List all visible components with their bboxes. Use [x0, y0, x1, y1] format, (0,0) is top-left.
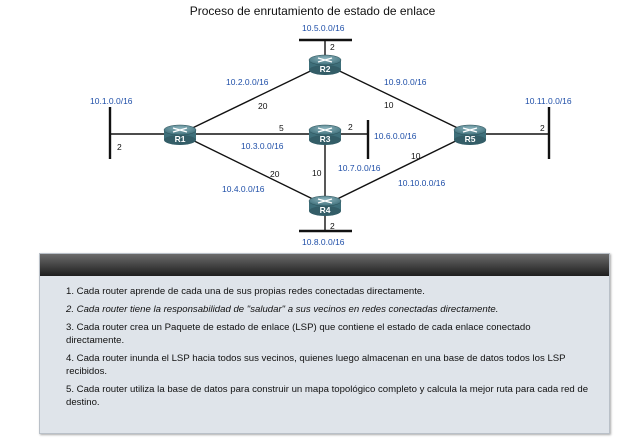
router-r3[interactable]: R3: [308, 124, 342, 145]
cost-r1-r2: 20: [258, 101, 268, 111]
link-r4-r5: [324, 133, 471, 206]
net-label-10-3: 10.3.0.0/16: [241, 141, 284, 151]
network-topology-diagram: 10.1.0.0/16 10.2.0.0/16 10.3.0.0/16 10.4…: [90, 23, 572, 247]
link-r2-r5: [324, 63, 471, 135]
router-label-r4: R4: [320, 205, 331, 215]
router-r5[interactable]: R5: [453, 124, 487, 145]
net-label-10-2: 10.2.0.0/16: [226, 77, 269, 87]
router-label-r2: R2: [320, 64, 331, 74]
cost-r5-lan: 2: [540, 123, 545, 133]
cost-r1-lan: 2: [117, 142, 122, 152]
router-r2[interactable]: R2: [308, 54, 342, 75]
steps-panel-header: [40, 254, 609, 276]
net-label-10-7: 10.7.0.0/16: [338, 163, 381, 173]
router-label-r3: R3: [320, 134, 331, 144]
net-label-10-5: 10.5.0.0/16: [302, 23, 345, 33]
cost-r3-r4: 10: [312, 168, 322, 178]
cost-r1-r3: 5: [279, 123, 284, 133]
step-item-3: 3. Cada router crea un Paquete de estado…: [66, 322, 531, 346]
router-r4[interactable]: R4: [308, 195, 342, 216]
steps-list: 1. Cada router aprende de cada una de su…: [40, 276, 609, 409]
diagram-title: Proceso de enrutamiento de estado de enl…: [189, 4, 436, 18]
cost-r4-lan: 2: [330, 221, 335, 231]
step-item-2: 2. Cada router tiene la responsabilidad …: [66, 304, 499, 315]
cost-r3-lan: 2: [348, 122, 353, 132]
router-r1[interactable]: R1: [163, 124, 197, 145]
net-label-10-4: 10.4.0.0/16: [222, 184, 265, 194]
net-label-10-8: 10.8.0.0/16: [302, 237, 345, 247]
net-label-10-6: 10.6.0.0/16: [374, 131, 417, 141]
cost-r2-r5: 10: [384, 100, 394, 110]
router-label-r5: R5: [465, 134, 476, 144]
steps-panel: 1. Cada router aprende de cada una de su…: [39, 253, 610, 434]
step-item-4: 4. Cada router inunda el LSP hacia todos…: [66, 353, 566, 377]
net-label-10-1: 10.1.0.0/16: [90, 96, 133, 106]
net-label-10-9: 10.9.0.0/16: [384, 77, 427, 87]
cost-r2-lan: 2: [330, 42, 335, 52]
cost-r1-r4: 20: [270, 169, 280, 179]
net-label-10-10: 10.10.0.0/16: [398, 178, 446, 188]
net-label-10-11: 10.11.0.0/16: [525, 96, 572, 106]
link-r1-r2: [179, 63, 326, 135]
step-item-1: 1. Cada router aprende de cada una de su…: [66, 286, 425, 297]
link-r1-r4: [179, 133, 326, 206]
router-label-r1: R1: [175, 134, 186, 144]
step-item-5: 5. Cada router utiliza la base de datos …: [66, 384, 589, 408]
cost-r4-r5: 10: [411, 151, 421, 161]
